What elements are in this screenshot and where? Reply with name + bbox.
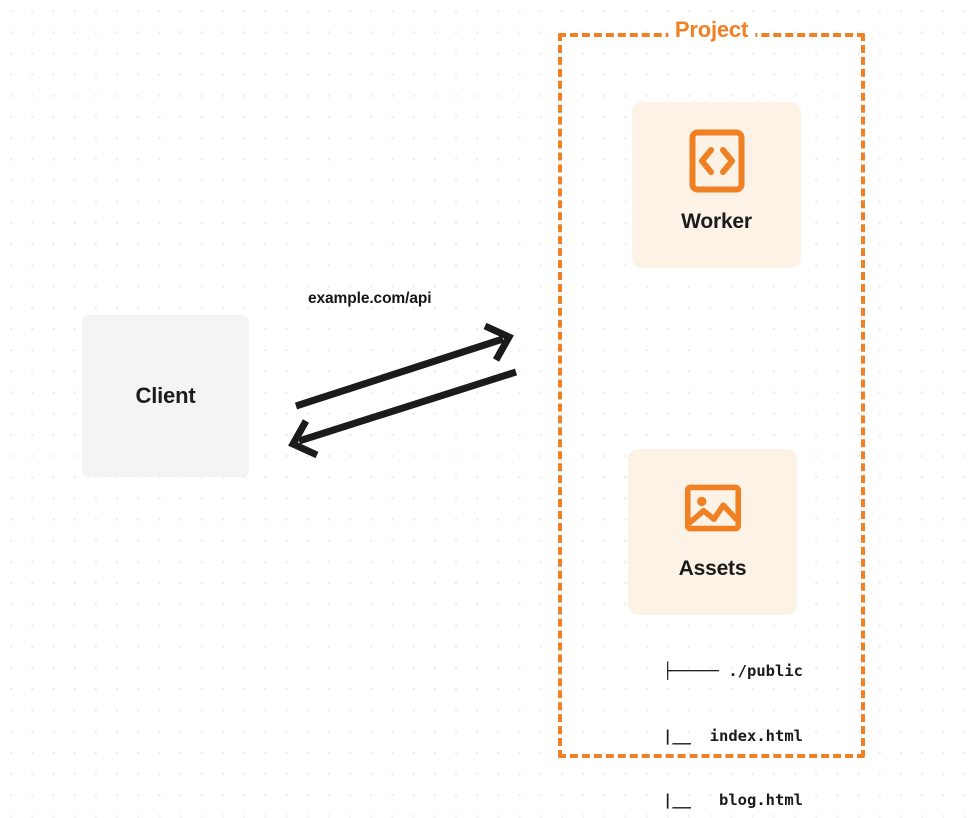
code-brackets-icon — [688, 128, 746, 194]
request-arrow-line — [294, 335, 505, 410]
assets-file-tree: ├───── ./public |__ index.html |__ blog.… — [560, 618, 803, 818]
file-tree-row: |__ index.html — [607, 726, 803, 745]
client-node[interactable]: Client — [82, 315, 249, 477]
request-arrow-head — [483, 322, 514, 362]
project-title: Project — [667, 17, 756, 43]
connection-label: example.com/api — [308, 290, 432, 307]
client-node-label: Client — [135, 383, 196, 408]
worker-card[interactable]: Worker — [632, 102, 801, 268]
file-tree-row: |__ blog.html — [607, 791, 803, 809]
assets-card-label: Assets — [678, 557, 747, 580]
project-group: Project — [558, 17, 865, 758]
file-tree-row: ├───── ./public — [663, 662, 803, 680]
assets-card[interactable]: Assets — [628, 449, 797, 615]
image-icon — [684, 475, 742, 541]
response-arrow-line — [297, 368, 518, 445]
worker-card-label: Worker — [681, 210, 752, 233]
response-arrow-head — [288, 419, 319, 459]
